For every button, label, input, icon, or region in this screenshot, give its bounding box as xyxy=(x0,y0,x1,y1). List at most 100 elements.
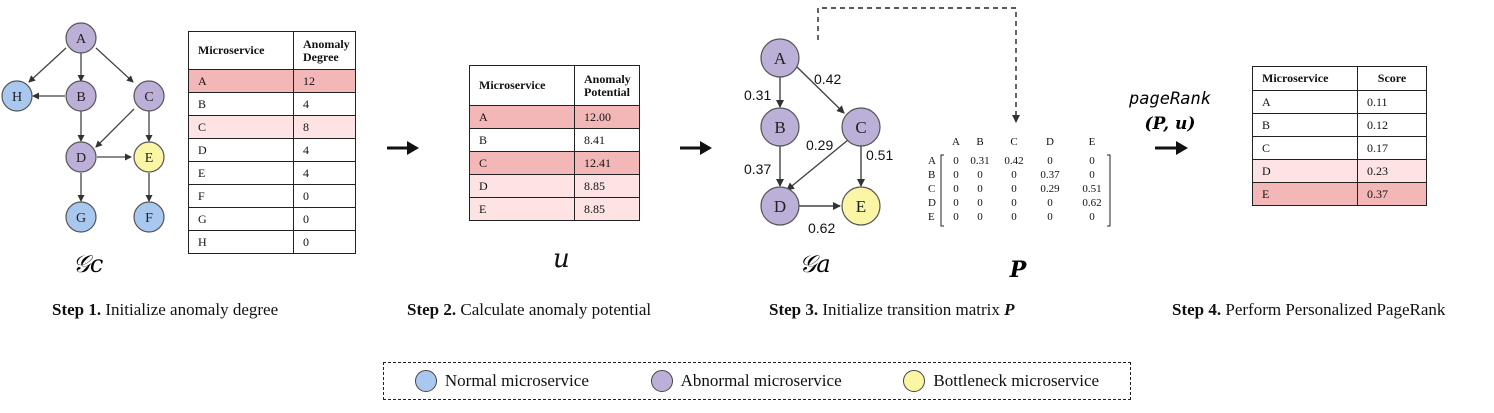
table3-cell-value: 0.12 xyxy=(1357,113,1427,137)
svg-text:A: A xyxy=(774,49,787,68)
matrix-label: P xyxy=(1009,257,1028,283)
edge-weight-label: 0.29 xyxy=(806,137,833,153)
graph-a-node-d: D xyxy=(760,186,800,226)
graph-c-node-h: H xyxy=(1,80,33,112)
table1-cell-value: 4 xyxy=(293,138,356,162)
graph-c xyxy=(28,47,153,202)
matrix-cell: 0.51 xyxy=(1082,183,1101,195)
step-arrows xyxy=(387,141,1188,155)
legend-normal-label: Normal microservice xyxy=(444,371,589,390)
matrix-cell: 0 xyxy=(1047,197,1053,209)
step1-text: Initialize anomaly degree xyxy=(101,300,279,319)
graph-c-node-f: F xyxy=(133,201,165,233)
svg-text:C: C xyxy=(855,118,866,137)
svg-text:A: A xyxy=(76,32,87,47)
table1-header-degree: Anomaly Degree xyxy=(293,31,356,70)
matrix-cell: 0 xyxy=(977,183,983,195)
feedback-dashed-line xyxy=(817,7,1020,123)
matrix-cell: 0.37 xyxy=(1040,169,1060,181)
step1-caption: Step 1. Initialize anomaly degree xyxy=(52,300,278,320)
table1-cell-name: H xyxy=(188,230,294,254)
matrix-cell: 0 xyxy=(1089,169,1095,181)
matrix-cell: 0 xyxy=(953,155,959,167)
table1-header-microservice: Microservice xyxy=(188,31,294,70)
table2-cell-name: B xyxy=(469,128,575,152)
table1-cell-name: D xyxy=(188,138,294,162)
table1-cell-value: 8 xyxy=(293,115,356,139)
table1-cell-value: 0 xyxy=(293,230,356,254)
step3-tail: P xyxy=(1004,300,1015,319)
edge-weight-label: 0.37 xyxy=(744,161,771,177)
edge-a-c xyxy=(95,47,134,83)
graph-a-label: 𝒢a xyxy=(799,250,830,278)
legend-bottleneck-label: Bottleneck microservice xyxy=(933,371,1100,390)
step1-bold: Step 1. xyxy=(52,300,102,319)
svg-text:B: B xyxy=(76,90,85,105)
potential-label: u xyxy=(553,244,570,274)
matrix-cell: 0 xyxy=(1047,211,1053,223)
table3-cell-name: C xyxy=(1252,136,1358,160)
svg-text:H: H xyxy=(12,90,22,105)
matrix-cell: 0.62 xyxy=(1082,197,1101,209)
table3-cell-name: B xyxy=(1252,113,1358,137)
step3-text: Initialize transition matrix xyxy=(818,300,1005,319)
pagerank-name: pageRank xyxy=(1128,89,1211,109)
matrix-row-header: A xyxy=(928,155,936,167)
table2-cell-name: E xyxy=(469,197,575,221)
edge-weight-label: 0.51 xyxy=(866,147,893,163)
graph-a-edge-labels: 0.420.310.290.510.370.62 xyxy=(744,71,893,236)
table3-cell-value: 0.23 xyxy=(1357,159,1427,183)
table3-cell-value: 0.17 xyxy=(1357,136,1427,160)
matrix-col-header: C xyxy=(1010,136,1017,148)
legend-abnormal-label: Abnormal microservice xyxy=(680,371,842,390)
graph-a-node-a: A xyxy=(760,38,800,78)
normal-dot-icon xyxy=(414,370,437,392)
matrix-cell: 0 xyxy=(1011,197,1017,209)
table2-cell-value: 8.85 xyxy=(574,197,640,221)
matrix-cell: 0 xyxy=(953,197,959,209)
matrix-row-header: E xyxy=(928,211,935,223)
matrix-cell: 0.31 xyxy=(970,155,989,167)
svg-text:D: D xyxy=(76,151,86,166)
step3-caption: Step 3. Initialize transition matrix P xyxy=(769,300,1015,320)
graph-c-node-d: D xyxy=(65,141,97,173)
matrix-col-header: D xyxy=(1046,136,1054,148)
matrix-col-header: B xyxy=(976,136,983,148)
step2-caption: Step 2. Calculate anomaly potential xyxy=(407,300,651,320)
graph-a-node-c: C xyxy=(841,107,881,147)
table2-cell-name: D xyxy=(469,174,575,198)
table2-cell-value: 12.41 xyxy=(574,151,640,175)
matrix-cell: 0 xyxy=(1011,211,1017,223)
table3-cell-name: E xyxy=(1252,182,1358,206)
table3-cell-name: A xyxy=(1252,90,1358,114)
step4-caption: Step 4. Perform Personalized PageRank xyxy=(1172,300,1445,320)
legend: Normal microservice Abnormal microservic… xyxy=(383,362,1131,400)
table2-header-microservice: Microservice xyxy=(469,65,575,106)
table1-cell-name: E xyxy=(188,161,294,185)
abnormal-dot-icon xyxy=(650,370,673,392)
edge-weight-label: 0.42 xyxy=(814,71,841,87)
edge-a-c xyxy=(796,66,845,114)
edge-weight-label: 0.62 xyxy=(808,220,835,236)
legend-abnormal: Abnormal microservice xyxy=(650,370,842,392)
legend-normal: Normal microservice xyxy=(414,370,589,392)
graph-a xyxy=(776,66,865,210)
matrix-cell: 0 xyxy=(977,211,983,223)
table1-cell-value: 12 xyxy=(293,69,356,93)
